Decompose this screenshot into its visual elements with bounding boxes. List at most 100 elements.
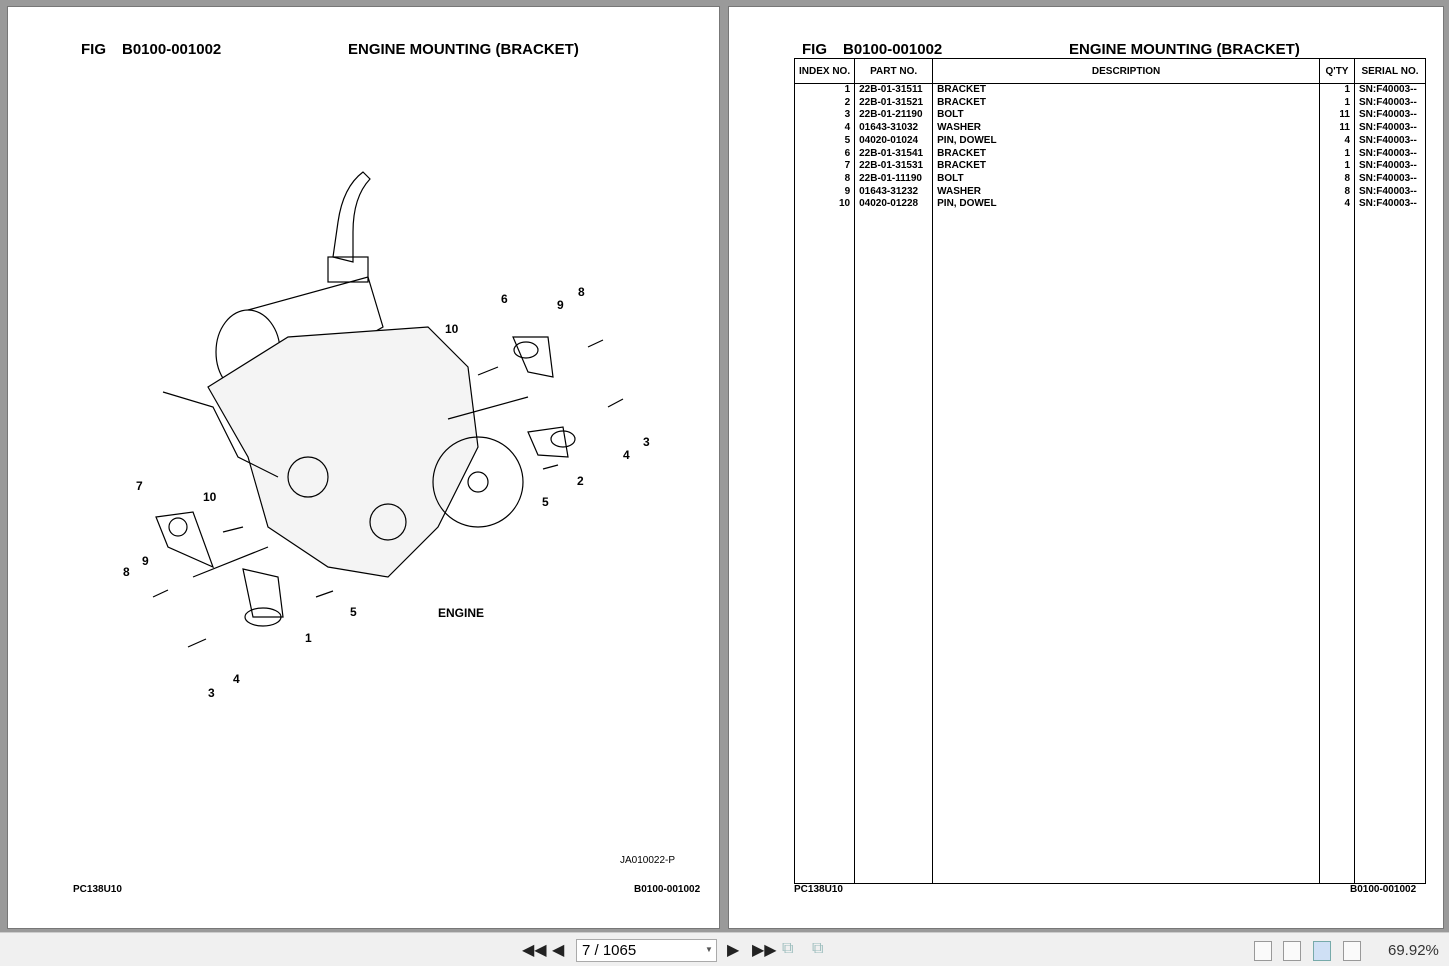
parts-table: INDEX NO. PART NO. DESCRIPTION Q'TY SERI… <box>793 58 1426 885</box>
index-cell: 3 <box>793 109 856 123</box>
serial-cell: SN:F40003-- <box>1354 160 1426 173</box>
desc-cell: BOLT <box>932 172 1320 186</box>
col-part: PART NO. <box>854 58 934 84</box>
empty-cell <box>932 211 1320 885</box>
serial-cell: SN:F40003-- <box>1354 109 1426 123</box>
desc-cell: BRACKET <box>932 96 1320 110</box>
index-cell: 1 <box>793 83 856 97</box>
continuous-view-icon[interactable] <box>1283 941 1301 961</box>
desc-cell: PIN, DOWEL <box>932 198 1320 212</box>
page-title: ENGINE MOUNTING (BRACKET) <box>1069 41 1300 58</box>
part-cell: 04020-01228 <box>854 198 934 212</box>
part-cell: 22B-01-31521 <box>854 96 934 110</box>
desc-cell: PIN, DOWEL <box>932 134 1320 148</box>
fig-label: FIG <box>81 41 106 58</box>
desc-cell: BOLT <box>932 109 1320 123</box>
single-page-view-icon[interactable] <box>1254 941 1272 961</box>
left-page: FIG B0100-001002 ENGINE MOUNTING (BRACKE… <box>7 6 720 929</box>
col-serial: SERIAL NO. <box>1354 58 1426 84</box>
serial-cell: SN:F40003-- <box>1354 122 1426 135</box>
serial-cell: SN:F40003-- <box>1354 134 1426 148</box>
callout: 8 <box>123 565 130 579</box>
first-page-button[interactable]: ◀◀ <box>522 942 547 959</box>
facing-view-icon[interactable] <box>1313 941 1331 961</box>
qty-cell: 8 <box>1319 185 1355 199</box>
callout: 6 <box>501 292 508 306</box>
serial-cell: SN:F40003-- <box>1354 198 1426 212</box>
index-cell: 10 <box>793 198 856 212</box>
desc-cell: BRACKET <box>932 160 1320 173</box>
index-cell: 2 <box>793 96 856 110</box>
part-cell: 22B-01-31541 <box>854 147 934 161</box>
col-index: INDEX NO. <box>793 58 856 84</box>
index-cell: 8 <box>793 172 856 186</box>
continuous-facing-view-icon[interactable] <box>1343 941 1361 961</box>
page-dropdown-icon[interactable]: ▼ <box>705 945 713 954</box>
footer-code: B0100-001002 <box>1350 884 1417 895</box>
qty-cell: 11 <box>1319 122 1355 135</box>
serial-cell: SN:F40003-- <box>1354 185 1426 199</box>
last-page-button[interactable]: ▶▶ <box>752 942 777 959</box>
desc-cell: BRACKET <box>932 83 1320 97</box>
part-cell: 22B-01-11190 <box>854 172 934 186</box>
model-code: PC138U10 <box>794 884 843 895</box>
callout: 1 <box>305 631 312 645</box>
fig-number: B0100-001002 <box>843 41 943 58</box>
col-desc: DESCRIPTION <box>932 58 1320 84</box>
callout: 3 <box>208 686 215 700</box>
qty-cell: 4 <box>1319 134 1355 148</box>
qty-cell: 1 <box>1319 96 1355 110</box>
callout: 4 <box>623 448 630 462</box>
callout: 5 <box>350 605 357 619</box>
index-cell: 9 <box>793 185 856 199</box>
callout: 2 <box>577 474 584 488</box>
bottom-toolbar <box>0 932 1449 966</box>
next-page-button[interactable]: ▶ <box>727 942 740 959</box>
empty-cell <box>1354 211 1426 885</box>
desc-cell: WASHER <box>932 122 1320 135</box>
prev-page-button[interactable]: ◀ <box>552 942 565 959</box>
qty-cell: 11 <box>1319 109 1355 123</box>
qty-cell: 1 <box>1319 160 1355 173</box>
footer-code: B0100-001002 <box>634 884 701 895</box>
prev-view-icon[interactable]: ⧉ <box>782 940 794 957</box>
fig-label: FIG <box>802 41 827 58</box>
part-cell: 22B-01-21190 <box>854 109 934 123</box>
fig-number: B0100-001002 <box>122 41 222 58</box>
zoom-level[interactable]: 69.92% <box>1388 942 1439 959</box>
right-page: FIG B0100-001002 ENGINE MOUNTING (BRACKE… <box>728 6 1444 929</box>
serial-cell: SN:F40003-- <box>1354 147 1426 161</box>
index-cell: 5 <box>793 134 856 148</box>
part-cell: 22B-01-31531 <box>854 160 934 173</box>
callout: 9 <box>557 298 564 312</box>
callout: 7 <box>136 479 143 493</box>
desc-cell: WASHER <box>932 185 1320 199</box>
model-code: PC138U10 <box>73 884 122 895</box>
qty-cell: 4 <box>1319 198 1355 212</box>
next-view-icon[interactable]: ⧉ <box>812 940 824 957</box>
desc-cell: BRACKET <box>932 147 1320 161</box>
page-number-input[interactable]: 7 / 1065 <box>576 939 717 962</box>
serial-cell: SN:F40003-- <box>1354 96 1426 110</box>
drawing-code: JA010022-P <box>620 855 676 866</box>
empty-cell <box>793 211 856 885</box>
engine-drawing: 1 2 3 4 5 6 7 8 9 10 3 4 5 8 9 10 <box>123 171 650 700</box>
engine-label: ENGINE <box>438 606 485 620</box>
qty-cell: 1 <box>1319 83 1355 97</box>
callout: 10 <box>203 490 217 504</box>
empty-cell <box>854 211 934 885</box>
col-qty: Q'TY <box>1319 58 1355 84</box>
callout: 9 <box>142 554 149 568</box>
table-filler <box>793 211 1426 885</box>
index-cell: 7 <box>793 160 856 173</box>
index-cell: 4 <box>793 122 856 135</box>
